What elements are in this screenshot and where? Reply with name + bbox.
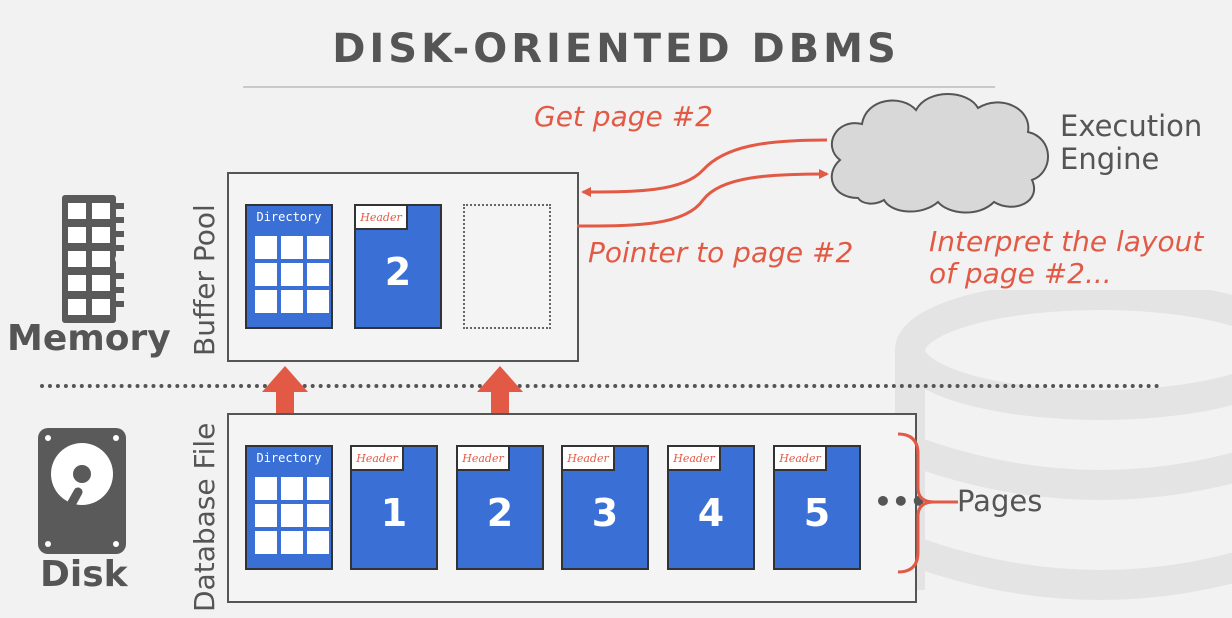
directory-grid — [255, 477, 329, 554]
database-file-label: Database File — [188, 422, 221, 612]
page-header: Header — [352, 447, 404, 471]
page-header: Header — [775, 447, 827, 471]
db-page-2: Header 2 — [456, 445, 544, 570]
page-header: Header — [563, 447, 615, 471]
slide-title: DISK-ORIENTED DBMS — [332, 26, 900, 72]
memory-label: Memory — [7, 318, 171, 359]
db-directory-page: Directory — [245, 445, 333, 570]
page-number: 5 — [803, 491, 831, 535]
buffer-pool-page-2: Header 2 — [354, 204, 442, 329]
page-number: 2 — [486, 491, 514, 535]
db-page-5: Header 5 — [773, 445, 861, 570]
db-page-3: Header 3 — [561, 445, 649, 570]
page-header: Header — [669, 447, 721, 471]
disk-label: Disk — [40, 554, 128, 595]
request-arrows — [576, 138, 829, 228]
interpret-line-2: of page #2... — [929, 257, 1112, 290]
db-page-1: Header 1 — [350, 445, 438, 570]
cloud-icon — [830, 93, 1049, 214]
page-number: 1 — [380, 491, 408, 535]
execution-engine-line-2: Engine — [1060, 142, 1160, 176]
empty-frame — [463, 204, 551, 329]
arrow-up-icon — [262, 366, 308, 430]
title-divider — [243, 86, 995, 88]
page-number: 3 — [591, 491, 619, 535]
pointer-annotation: Pointer to page #2 — [588, 236, 854, 269]
page-number: 4 — [697, 491, 725, 535]
interpret-line-1: Interpret the layout — [929, 225, 1204, 258]
buffer-pool-label: Buffer Pool — [188, 204, 221, 356]
pages-brace — [897, 432, 958, 574]
get-page-annotation: Get page #2 — [534, 100, 713, 133]
arrow-up-icon — [477, 366, 523, 430]
page-number: 2 — [384, 250, 412, 294]
db-page-4: Header 4 — [667, 445, 755, 570]
execution-engine-label: Execution Engine — [1060, 110, 1202, 176]
pages-label: Pages — [957, 484, 1043, 518]
memory-disk-separator — [40, 384, 1160, 388]
interpret-annotation: Interpret the layout of page #2... — [929, 226, 1203, 290]
directory-grid — [255, 236, 329, 313]
buffer-pool-box: Directory Header 2 — [227, 172, 579, 362]
page-header: Header — [458, 447, 510, 471]
page-header: Header — [356, 206, 408, 230]
execution-engine-line-1: Execution — [1060, 109, 1203, 143]
buffer-pool-directory-page: Directory — [245, 204, 333, 329]
memory-icon — [62, 195, 125, 323]
directory-label: Directory — [256, 210, 322, 224]
directory-label: Directory — [256, 451, 322, 465]
hard-disk-icon — [38, 428, 126, 554]
database-file-box: Directory Header 1 Header 2 Header 3 Hea… — [227, 413, 917, 603]
